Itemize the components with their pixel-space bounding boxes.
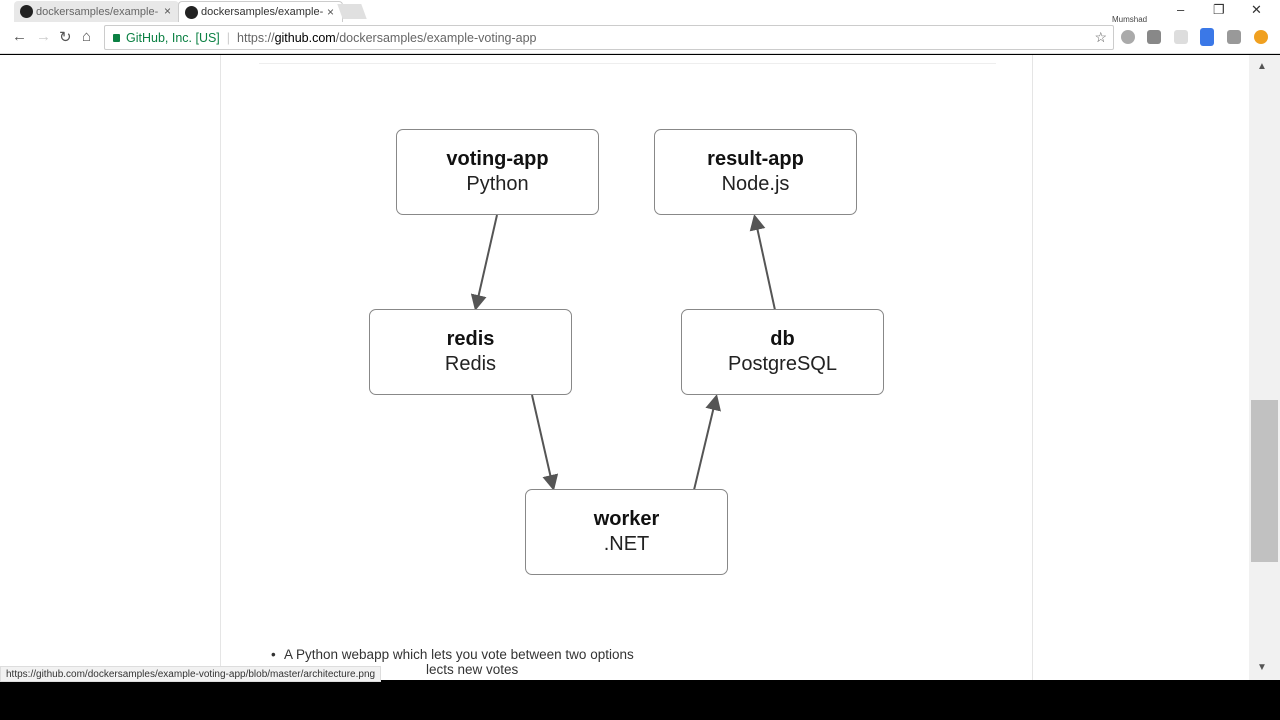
tab-strip: dockersamples/example-× dockersamples/ex… (0, 0, 1280, 24)
extension-icon[interactable] (1147, 30, 1161, 44)
scrollbar-thumb[interactable] (1251, 400, 1278, 562)
close-tab-icon[interactable]: × (163, 4, 171, 18)
back-icon[interactable]: ← (12, 28, 27, 45)
arrow-db-result (749, 214, 776, 311)
extension-icon[interactable] (1174, 30, 1188, 44)
diagram-arrows (470, 214, 776, 491)
github-icon (185, 6, 198, 19)
camera-icon[interactable] (1227, 30, 1241, 44)
lock-icon (113, 33, 120, 42)
url-path: /dockersamples/example-voting-app (335, 30, 537, 45)
scrollbar[interactable]: ▲ ▼ (1249, 55, 1280, 680)
tab-title: dockersamples/example- (36, 5, 159, 18)
list-item: A Python webapp which lets you vote betw… (271, 647, 634, 662)
close-tab-icon[interactable]: × (326, 5, 334, 19)
tab-2[interactable]: dockersamples/example-× (178, 1, 343, 22)
profile-name[interactable]: Mumshad (1112, 15, 1148, 24)
readme-column (220, 55, 1033, 680)
divider (259, 63, 996, 64)
url-host: github.com (274, 30, 336, 45)
node-worker: worker.NET (525, 489, 728, 575)
tab-title: dockersamples/example- (201, 6, 324, 18)
security-label: GitHub, Inc. [US] (126, 30, 220, 45)
extension-icon[interactable] (1121, 30, 1135, 44)
forward-icon[interactable]: → (36, 28, 51, 45)
status-bar-url: https://github.com/dockersamples/example… (0, 666, 382, 682)
arrow-worker-db (693, 394, 721, 491)
tab-1[interactable]: dockersamples/example- × (14, 1, 179, 22)
new-tab-button[interactable] (337, 4, 367, 19)
reload-icon[interactable]: ↻ (59, 29, 72, 46)
restore-icon[interactable]: ❐ (1213, 2, 1225, 17)
extension-new-icon[interactable] (1200, 28, 1214, 46)
scroll-up-icon[interactable]: ▲ (1257, 61, 1267, 72)
arrow-voting-redis (470, 214, 498, 311)
toolbar: ← → ↻ ⌂ GitHub, Inc. [US] | https://gith… (0, 22, 1280, 54)
home-icon[interactable]: ⌂ (82, 28, 92, 45)
arrow-redis-worker (531, 394, 559, 491)
list-item: lects new votes (426, 662, 519, 677)
github-icon (20, 5, 33, 18)
bookmark-star-icon[interactable]: ☆ (1094, 29, 1107, 45)
url-scheme: https:// (237, 30, 275, 45)
address-bar[interactable]: GitHub, Inc. [US] | https://github.com/d… (104, 25, 1114, 50)
alert-icon[interactable] (1254, 30, 1268, 44)
minimize-icon[interactable]: – (1177, 2, 1185, 17)
close-window-icon[interactable]: ✕ (1251, 2, 1262, 17)
scroll-down-icon[interactable]: ▼ (1257, 662, 1267, 673)
